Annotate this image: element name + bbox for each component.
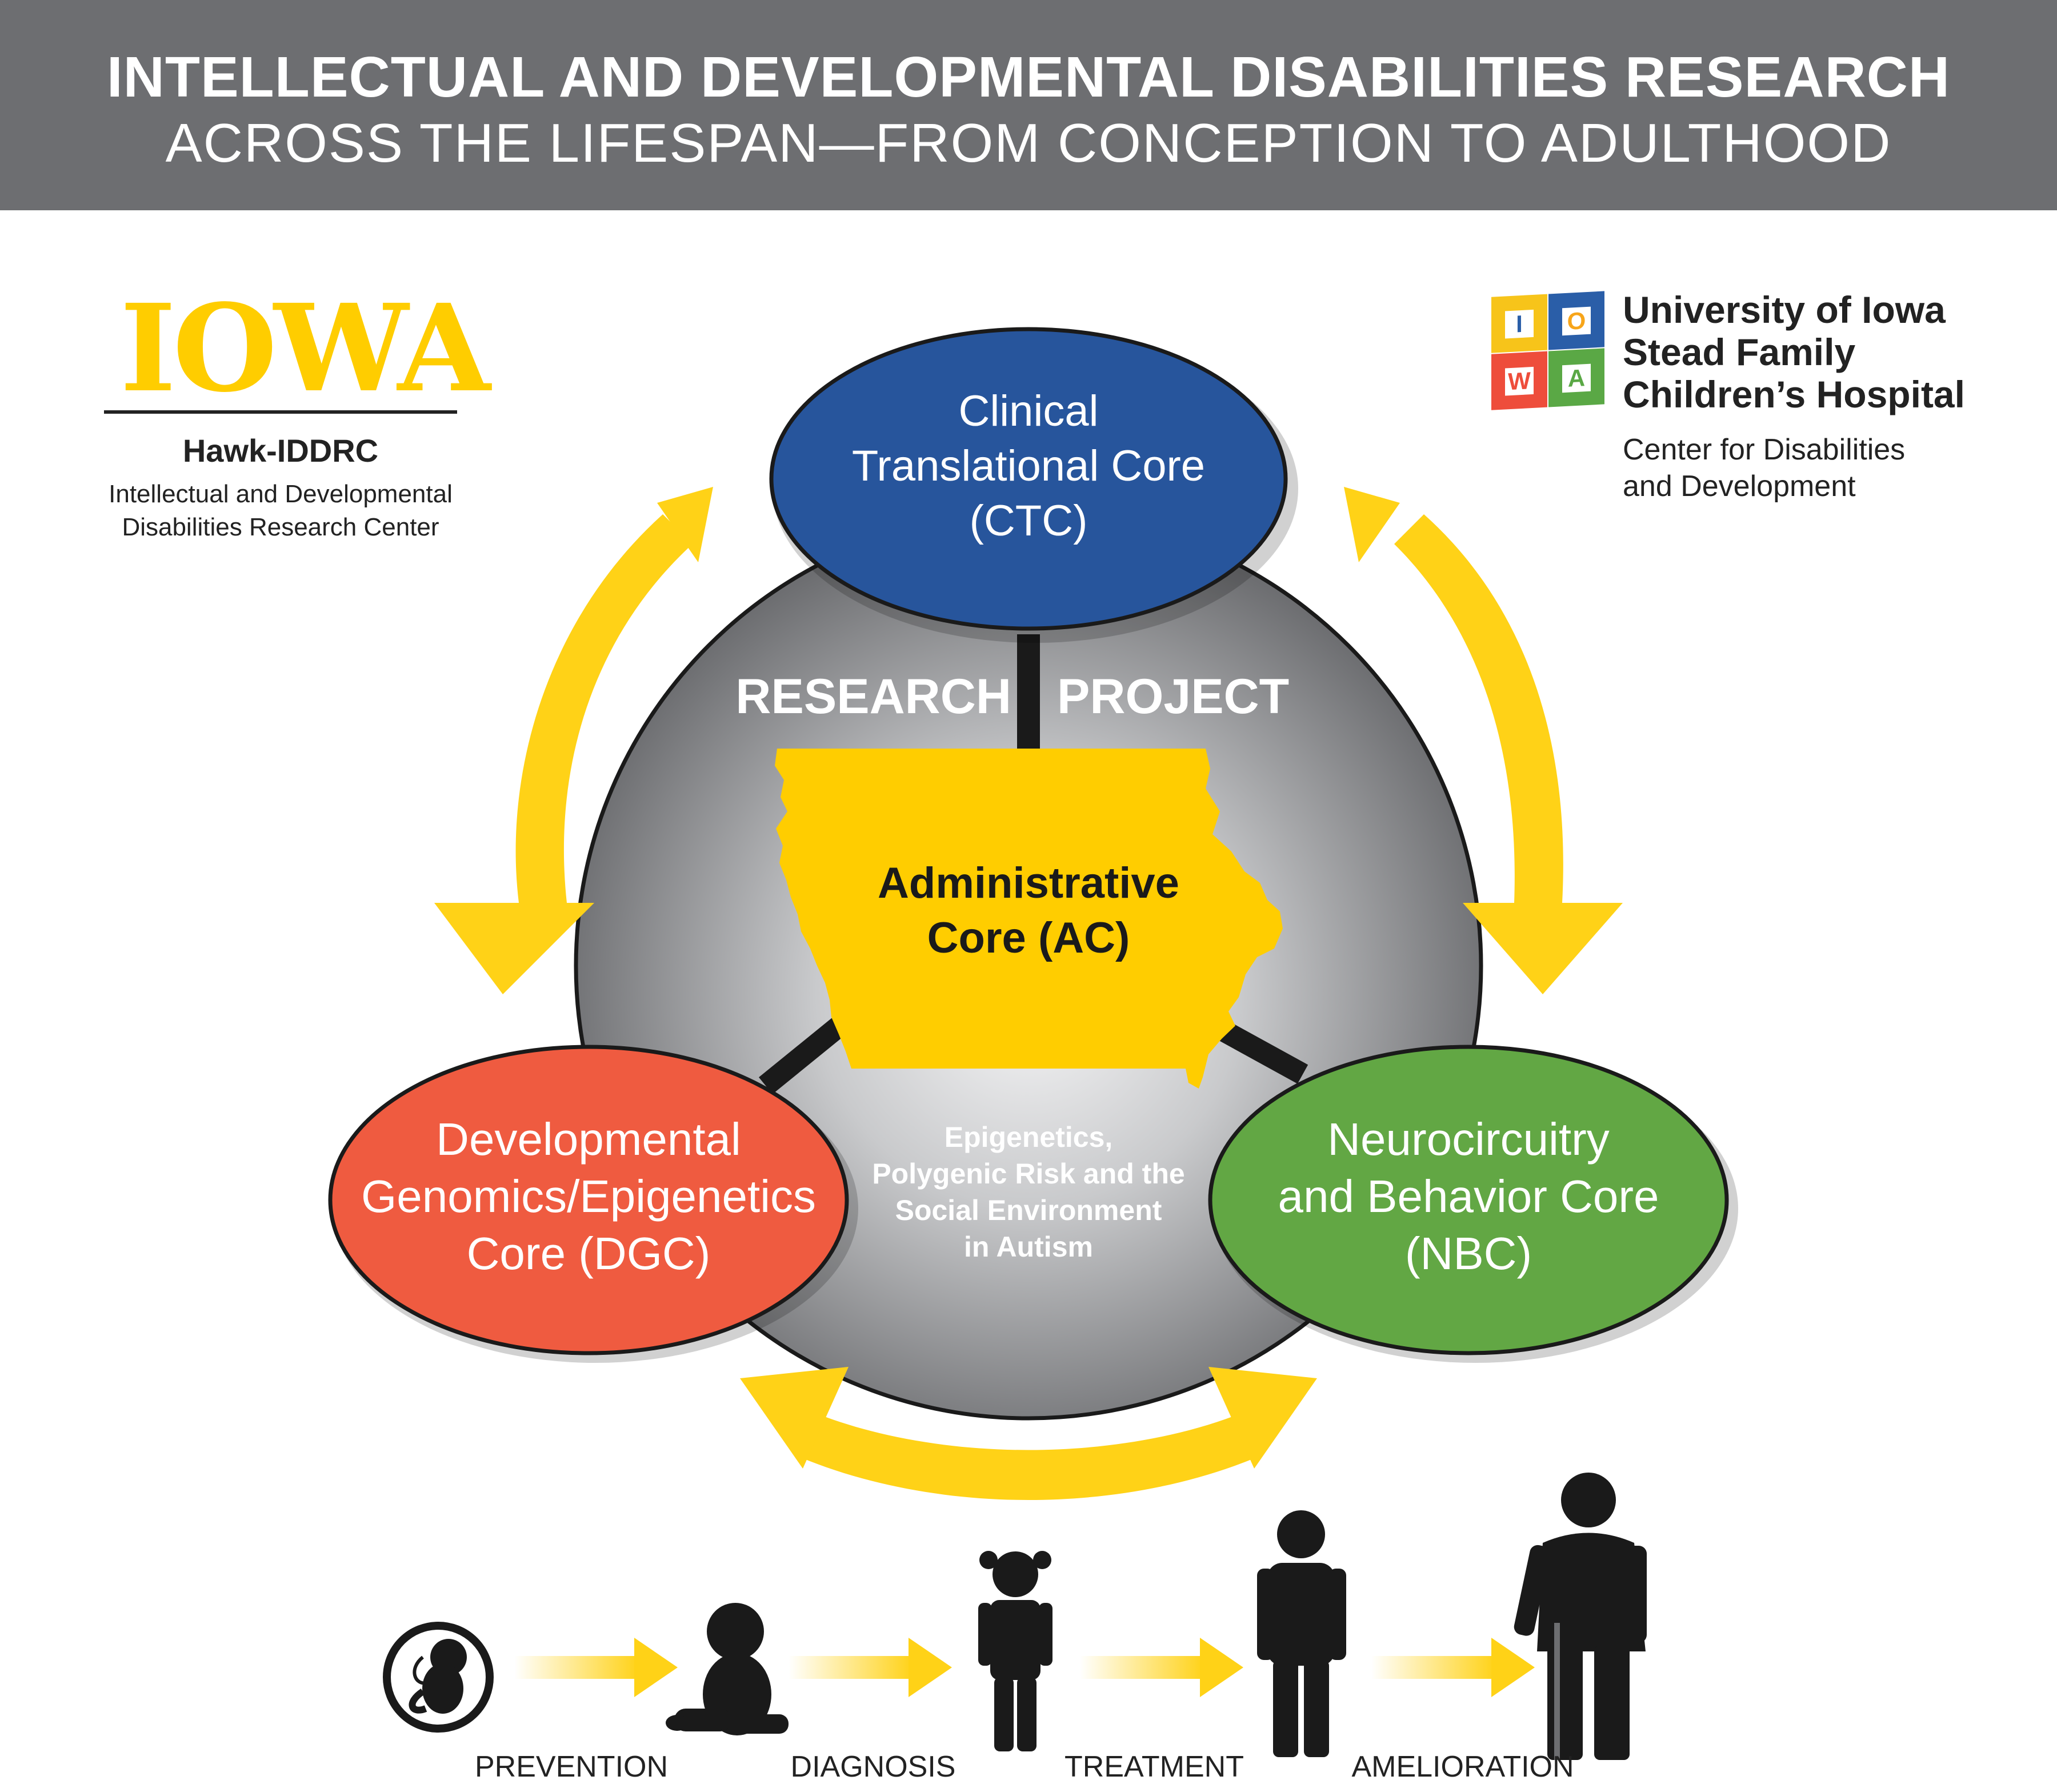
dgc-label-line3: Core (DGC) xyxy=(466,1228,711,1279)
right-cycle-arrow xyxy=(1344,487,1623,994)
project-title-label: Epigenetics, Polygenic Risk and the Soci… xyxy=(846,1119,1211,1265)
hospital-name-line3: Children’s Hospital xyxy=(1623,373,1965,415)
ctc-label-line2: Translational Core xyxy=(851,442,1206,490)
girl-icon xyxy=(978,1551,1052,1751)
ac-label-line1: Administrative xyxy=(878,859,1179,907)
iowa-state-shape xyxy=(775,749,1283,1089)
nbc-label-line1: Neurocircuitry xyxy=(1327,1114,1610,1165)
ac-label: Administrative Core (AC) xyxy=(800,856,1257,966)
ac-label-line2: Core (AC) xyxy=(927,914,1130,962)
badge-letter-w: W xyxy=(1508,367,1531,395)
badge-letter-a: A xyxy=(1568,364,1585,392)
stage-amelioration: AMELIORATION xyxy=(1351,1750,1574,1783)
lifespan-arrow-4 xyxy=(1371,1638,1535,1697)
page-title: INTELLECTUAL AND DEVELOPMENTAL DISABILIT… xyxy=(106,45,1951,109)
stage-diagnosis: DIAGNOSIS xyxy=(790,1750,956,1783)
page-subtitle: ACROSS THE LIFESPAN—FROM CONCEPTION TO A… xyxy=(165,113,1892,174)
hospital-name-line1: University of Iowa xyxy=(1623,289,1946,331)
center-name-line2: and Development xyxy=(1623,470,1856,503)
nbc-label-line3: (NBC) xyxy=(1404,1228,1532,1279)
hawk-iddrc-description-line2: Disabilities Research Center xyxy=(122,513,439,541)
ctc-label-line3: (CTC) xyxy=(969,497,1088,545)
ctc-label: Clinical Translational Core (CTC) xyxy=(771,384,1286,549)
iowa-wordmark-logo: IOWA xyxy=(120,278,491,419)
fetus-icon xyxy=(383,1622,494,1733)
bottom-cycle-arrow xyxy=(740,1367,1317,1500)
left-cycle-arrow xyxy=(434,487,713,994)
project-label: PROJECT xyxy=(1057,669,1290,724)
project-title-line3: Social Environment xyxy=(895,1194,1162,1226)
adolescent-icon xyxy=(1257,1510,1346,1757)
childrens-hospital-badge-logo: I O W A xyxy=(1491,291,1604,410)
center-name-line1: Center for Disabilities xyxy=(1623,433,1906,466)
hospital-name-line2: Stead Family xyxy=(1623,331,1856,373)
research-label: RESEARCH xyxy=(735,669,1011,724)
nbc-label: Neurocircuitry and Behavior Core (NBC) xyxy=(1206,1111,1731,1282)
lifespan-arrows xyxy=(514,1638,1535,1697)
stage-treatment: TREATMENT xyxy=(1064,1750,1244,1783)
dgc-ellipse xyxy=(328,1045,849,1355)
badge-letter-i: I xyxy=(1516,310,1523,338)
nbc-label-line2: and Behavior Core xyxy=(1278,1171,1659,1222)
baby-icon xyxy=(666,1603,789,1735)
lifespan-arrow-1 xyxy=(514,1638,678,1697)
logo-divider xyxy=(104,410,457,414)
header-banner: INTELLECTUAL AND DEVELOPMENTAL DISABILIT… xyxy=(0,0,2057,210)
hawk-iddrc-description-line1: Intellectual and Developmental xyxy=(109,480,453,508)
hawk-iddrc-name: Hawk-IDDRC xyxy=(182,433,379,469)
project-title-line1: Epigenetics, xyxy=(944,1121,1113,1153)
lifespan-arrow-2 xyxy=(789,1638,952,1697)
lifespan-arrow-3 xyxy=(1080,1638,1243,1697)
elderly-man-icon xyxy=(1514,1473,1647,1760)
nbc-ellipse xyxy=(1208,1045,1729,1355)
badge-letter-o: O xyxy=(1567,307,1586,335)
project-title-line2: Polygenic Risk and the xyxy=(872,1158,1185,1190)
dgc-label: Developmental Genomics/Epigenetics Core … xyxy=(320,1111,857,1282)
project-title-line4: in Autism xyxy=(964,1231,1093,1263)
dgc-label-line1: Developmental xyxy=(436,1114,741,1165)
ctc-ellipse xyxy=(769,327,1288,631)
stage-prevention: PREVENTION xyxy=(474,1750,669,1783)
dgc-label-line2: Genomics/Epigenetics xyxy=(361,1171,816,1222)
ctc-label-line1: Clinical xyxy=(958,387,1099,435)
